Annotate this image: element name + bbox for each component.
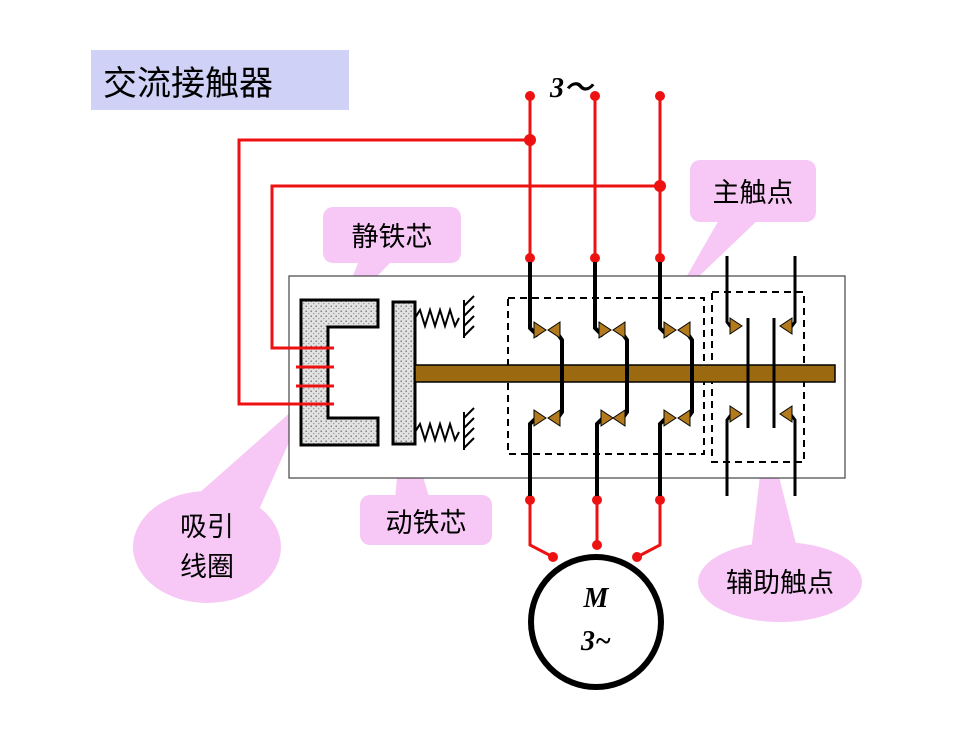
aux-contact-tips [729,317,793,423]
diagram-title: 交流接触器 [91,50,349,110]
main-contacts-label: 主触点 [713,178,794,209]
static-iron-core [299,298,380,447]
aux-contacts-label: 辅助触点 [726,568,834,599]
wire-junctions [524,91,666,562]
coil-label-line2: 线圈 [180,552,234,583]
lower-spring [414,420,460,444]
return-springs [414,295,475,450]
motor-lead-3 [636,500,662,559]
motor-name: M [583,583,610,614]
motor-lead-1 [528,500,554,559]
moving-core-label: 动铁芯 [386,508,467,539]
lower-spring-anchor [463,407,475,450]
diagram-title-text: 交流接触器 [103,63,273,104]
motor-circle [528,554,664,690]
upper-spring [414,306,460,330]
coil-label-line1: 吸引 [180,512,234,543]
motor-phase: 3~ [580,626,611,657]
supply-label: 3～ [549,73,595,104]
main-contact-tips [533,321,691,427]
coil-callout [133,395,310,603]
coil-windings [296,346,334,406]
coil-feed-wire-1 [237,138,530,406]
upper-spring-anchor [463,295,475,338]
static-core-label: 静铁芯 [352,222,433,253]
moving-iron-core [391,300,417,446]
